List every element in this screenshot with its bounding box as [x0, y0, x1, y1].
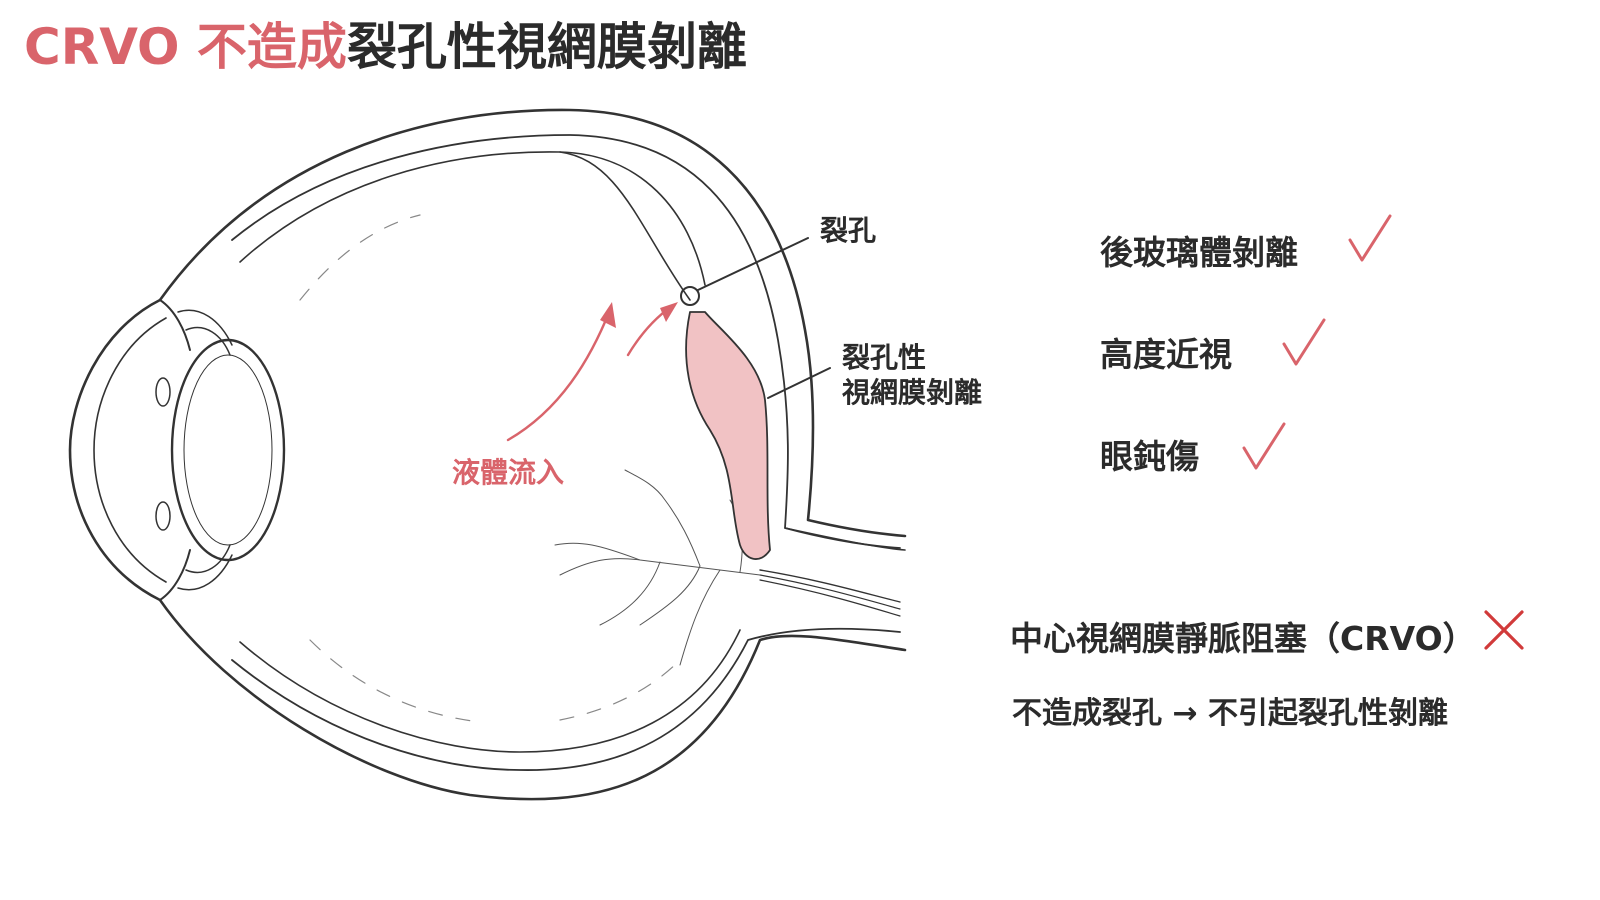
- title-accent: CRVO 不造成: [24, 18, 347, 76]
- vitreous-dash-1: [299, 214, 421, 301]
- lens-inner: [183, 354, 273, 546]
- crvo-label: 中心視網膜靜脈阻塞（CRVO）: [1010, 619, 1476, 658]
- retina-layer: [239, 151, 706, 286]
- vitreous-dash-3: [559, 659, 681, 721]
- label-detachment: 裂孔性 視網膜剝離: [842, 340, 982, 410]
- optic-nerve-fiber-1: [759, 569, 901, 603]
- detachment-leader-line: [767, 367, 831, 399]
- cause-high-myopia: 高度近視: [1100, 335, 1232, 374]
- vitreous-dash-2: [309, 639, 481, 723]
- cross-icon: [1484, 610, 1524, 650]
- tear-leader-line: [697, 237, 809, 291]
- cause-blunt-trauma: 眼鈍傷: [1100, 437, 1199, 476]
- optic-nerve-fiber-3: [759, 574, 901, 610]
- sclera-outer-lower: [158, 598, 907, 801]
- choroid-layer-lower: [231, 627, 901, 771]
- iris-upper: [159, 299, 191, 351]
- ciliary-upper: [177, 309, 233, 356]
- sclera-outer: [158, 108, 907, 538]
- fluid-arrowhead-small: [660, 302, 678, 322]
- cornea-inner: [93, 317, 167, 583]
- check-icon: [1282, 318, 1326, 366]
- ciliary-body-upper: [155, 377, 171, 407]
- label-tear: 裂孔: [820, 214, 877, 247]
- cause-posterior-vitreous-detachment: 後玻璃體剝離: [1100, 233, 1298, 272]
- fluid-arrowhead-main: [600, 302, 616, 328]
- vitreous-boundary: [559, 151, 691, 301]
- retinal-vessels: [554, 469, 761, 666]
- optic-nerve-fiber-2: [759, 579, 901, 617]
- crvo-note: 不造成裂孔 → 不引起裂孔性剝離: [1012, 696, 1449, 731]
- ciliary-body-lower: [155, 501, 171, 531]
- detached-retina: [685, 311, 771, 560]
- cornea: [68, 298, 162, 602]
- optic-nerve-upper: [784, 527, 906, 551]
- fluid-arrow-main: [506, 308, 612, 442]
- check-icon: [1242, 422, 1286, 470]
- retinal-tear: [680, 286, 700, 306]
- label-fluid-inflow: 液體流入: [452, 456, 565, 489]
- iris-lower: [159, 549, 191, 601]
- label-detachment-line2: 視網膜剝離: [842, 376, 983, 409]
- lens: [170, 338, 286, 562]
- retina-layer-lower: [239, 629, 741, 753]
- ciliary-lower: [177, 544, 233, 591]
- choroid-layer: [231, 134, 901, 549]
- title-main: 裂孔性視網膜剝離: [346, 18, 747, 76]
- label-detachment-line1: 裂孔性: [842, 341, 927, 374]
- check-icon: [1348, 214, 1392, 262]
- page-title: CRVO 不造成裂孔性視網膜剝離: [24, 22, 747, 72]
